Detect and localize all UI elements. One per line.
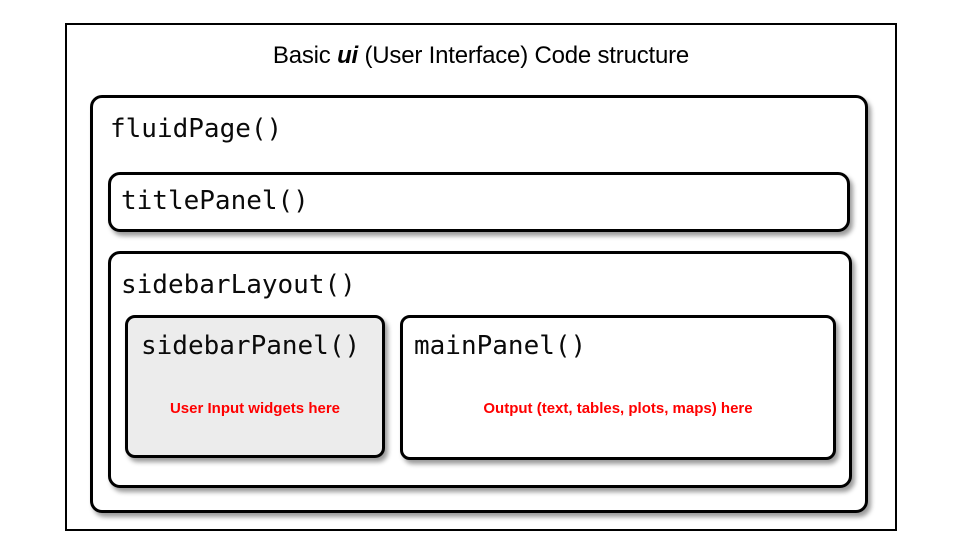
sidebarpanel-box	[125, 315, 385, 458]
slide-title-prefix: Basic	[272, 42, 338, 69]
slide-title-emphasis: ui	[337, 42, 359, 69]
slide-title: Basic ui (User Interface) Code structure	[65, 42, 897, 70]
titlepanel-label: titlePanel()	[121, 186, 309, 216]
mainpanel-note: Output (text, tables, plots, maps) here	[483, 400, 753, 417]
sidebarpanel-note: User Input widgets here	[169, 400, 341, 417]
titlepanel-box	[108, 172, 850, 232]
fluidpage-label: fluidPage()	[110, 114, 283, 144]
slide-title-suffix: (User Interface) Code structure	[358, 42, 690, 69]
sidebarpanel-label: sidebarPanel()	[141, 331, 361, 361]
mainpanel-box	[400, 315, 836, 460]
mainpanel-label: mainPanel()	[414, 331, 587, 361]
sidebarlayout-label: sidebarLayout()	[121, 270, 356, 300]
